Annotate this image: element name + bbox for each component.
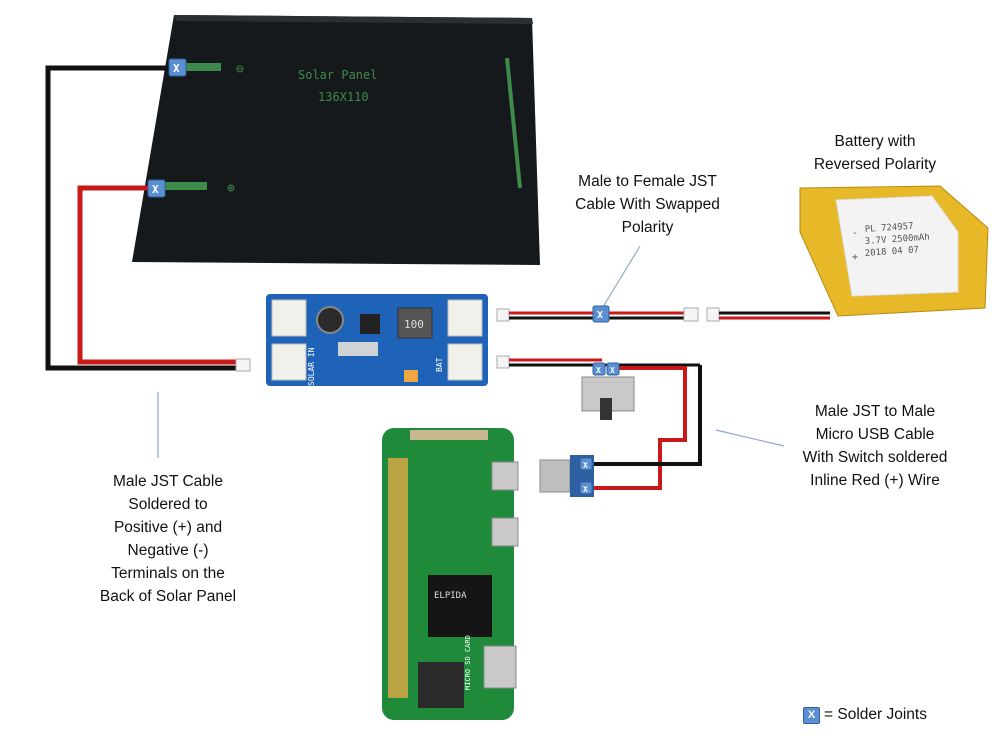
label-jst-solar: Male JST Cable Soldered to Positive (+) …	[99, 473, 237, 605]
black-wire-panel	[45, 65, 240, 371]
usb-switch-cable	[496, 355, 702, 497]
solder-marker: X	[592, 305, 610, 323]
svg-text:X: X	[597, 310, 603, 321]
charger-board: 100 SOLAR IN BAT	[266, 294, 488, 386]
solder-marker: X	[579, 457, 593, 471]
solder-marker: X	[147, 179, 166, 198]
jst-swapped-cable	[496, 307, 830, 322]
panel-plus-symbol: ⊕	[227, 181, 235, 196]
svg-text:X: X	[596, 366, 601, 375]
label-jst-swapped: Male to Female JST Cable With Swapped Po…	[575, 173, 720, 236]
battery-minus: -	[852, 228, 858, 239]
panel-size: 136X110	[318, 90, 369, 104]
bat-label: BAT	[435, 357, 444, 372]
solder-marker: X	[579, 481, 593, 495]
svg-text:X: X	[173, 62, 180, 75]
battery-print-1: PL 724957	[865, 222, 914, 235]
battery-plus: +	[852, 252, 858, 263]
pi-sd-label: MICRO SD CARD	[464, 635, 472, 690]
svg-text:X: X	[152, 183, 159, 196]
svg-text:X: X	[583, 461, 588, 470]
svg-text:X: X	[583, 485, 588, 494]
panel-title: Solar Panel	[298, 68, 377, 82]
battery-print-3: 2018 04 07	[865, 245, 920, 259]
solder-marker: X	[168, 58, 187, 77]
leader-usb	[715, 429, 785, 447]
legend-marker: X	[803, 706, 820, 724]
legend: X = Solder Joints	[803, 706, 927, 724]
solder-marker: X	[606, 362, 620, 376]
panel-minus-symbol: ⊖	[236, 62, 244, 77]
battery: PL 724957 3.7V 2500mAh 2018 04 07 - +	[799, 185, 989, 317]
solar-panel: Solar Panel 136X110 ⊖ ⊕	[132, 15, 540, 265]
legend-text: = Solder Joints	[824, 706, 927, 723]
raspberry-pi-board: ELPIDA MICRO SD CARD	[382, 428, 519, 720]
label-battery: Battery with Reversed Polarity	[813, 133, 937, 173]
red-wire-panel	[77, 185, 240, 365]
leader-swapped	[599, 245, 641, 313]
solar-in-label: SOLAR IN	[307, 347, 316, 386]
label-jst-usb: Male JST to Male Micro USB Cable With Sw…	[802, 403, 948, 489]
svg-text:X: X	[610, 366, 615, 375]
solder-marker: X	[592, 362, 606, 376]
inductor-label: 100	[404, 318, 424, 331]
battery-print-2: 3.7V 2500mAh	[865, 232, 931, 247]
pi-chip-label: ELPIDA	[434, 591, 467, 601]
